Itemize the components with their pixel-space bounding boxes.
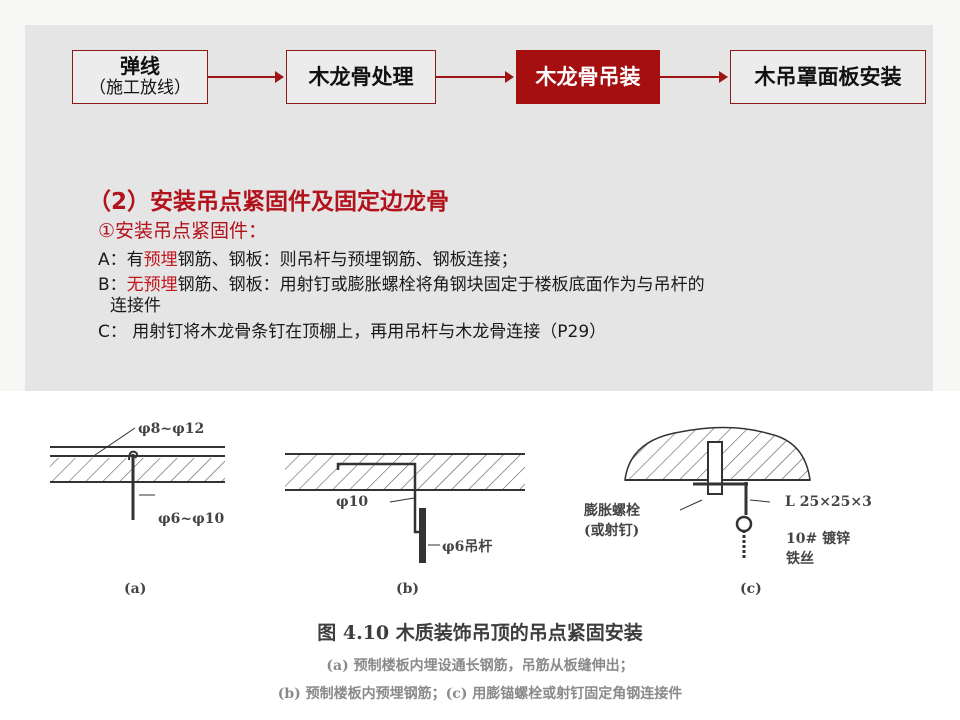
figure-caption-title: 图 4.10 木质装饰吊顶的吊点紧固安装 — [317, 622, 643, 644]
figure-c-diagram — [624, 426, 811, 560]
figure-a-diagram — [50, 427, 225, 520]
callout-expansion-bolt: 膨胀螺栓 — [584, 503, 640, 519]
arrow-right-icon — [208, 71, 284, 83]
flow-step-snap-line: 弹线 （施工放线） — [72, 50, 208, 104]
item-prefix: A：有 — [98, 250, 144, 270]
flow-step-joist-processing: 木龙骨处理 — [286, 50, 436, 104]
item-highlight: 无预埋 — [126, 275, 178, 295]
callout-angle-steel: L 25×25×3 — [785, 494, 872, 510]
figure-b-label: (b) — [396, 581, 420, 597]
item-prefix: C： — [98, 322, 127, 342]
item-text: 钢筋、钢板：则吊杆与预埋钢筋、钢板连接； — [177, 250, 518, 270]
callout-phi6-10: φ6~φ10 — [158, 511, 225, 527]
callout-phi8-12: φ8~φ12 — [138, 421, 205, 437]
callout-galvanized-wire: 10# 镀锌 — [786, 531, 851, 547]
item-text: 钢筋、钢板：用射钉或膨胀螺栓将角钢块固定于楼板底面作为与吊杆的 — [177, 275, 705, 295]
flow-step-sublabel: （施工放线） — [89, 78, 191, 98]
flow-step-joist-hoisting: 木龙骨吊装 — [516, 50, 660, 104]
figure-caption-line2: (b) 预制楼板内预埋钢筋；(c) 用膨锚螺栓或射钉固定角钢连接件 — [277, 686, 683, 702]
item-c: C： 用射钉将木龙骨条钉在顶棚上，再用吊杆与木龙骨连接（P29） — [98, 317, 606, 342]
arrow-right-icon — [660, 71, 728, 83]
flow-step-panel-install: 木吊罩面板安装 — [730, 50, 926, 104]
flow-step-label: 弹线 — [120, 54, 160, 78]
item-b-continuation: 连接件 — [110, 296, 161, 316]
callout-iron-wire: 铁丝 — [786, 551, 814, 567]
figure-c-label: (c) — [740, 581, 762, 597]
figure-area — [0, 391, 960, 720]
arrow-right-icon — [436, 71, 514, 83]
figure-b-diagram — [285, 453, 525, 563]
section-subheading: ①安装吊点紧固件： — [98, 220, 268, 242]
item-text: 用射钉将木龙骨条钉在顶棚上，再用吊杆与木龙骨连接（P29） — [126, 322, 607, 342]
item-b: B：无预埋钢筋、钢板：用射钉或膨胀螺栓将角钢块固定于楼板底面作为与吊杆的 — [98, 270, 705, 295]
figure-caption-line1: (a) 预制楼板内埋设通长钢筋，吊筋从板缝伸出； — [326, 658, 634, 674]
callout-or-nail: (或射钉) — [584, 523, 640, 539]
section-heading: （2）安装吊点紧固件及固定边龙骨 — [88, 189, 450, 215]
item-highlight: 预埋 — [143, 250, 178, 270]
figure-a-label: (a) — [124, 581, 147, 597]
item-a: A：有预埋钢筋、钢板：则吊杆与预埋钢筋、钢板连接； — [98, 245, 518, 270]
callout-phi6-rod: φ6吊杆 — [442, 539, 493, 555]
item-prefix: B： — [98, 275, 127, 295]
callout-phi10: φ10 — [336, 494, 369, 510]
